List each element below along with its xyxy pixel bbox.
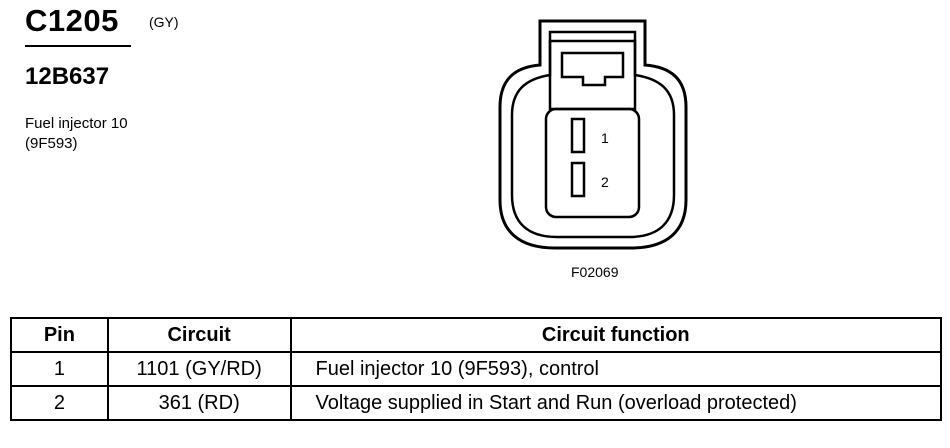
part-number: 12B637 xyxy=(25,63,110,90)
pin-2-label: 2 xyxy=(601,174,609,190)
title-divider xyxy=(25,45,131,47)
pin-1-label: 1 xyxy=(601,130,609,146)
table-row: 2 361 (RD) Voltage supplied in Start and… xyxy=(10,385,943,421)
component-reference: (9F593) xyxy=(25,135,78,152)
cell-circuit: 361 (RD) xyxy=(106,385,292,421)
latch-tab xyxy=(560,51,625,87)
connector-outer-housing xyxy=(498,19,688,250)
cell-circuit: 1101 (GY/RD) xyxy=(106,351,292,387)
header-circuit: Circuit xyxy=(106,317,292,353)
connector-id: C1205 xyxy=(25,3,119,38)
cell-pin: 1 xyxy=(10,351,109,387)
pin-2-terminal xyxy=(570,161,586,198)
component-description: Fuel injector 10 xyxy=(25,115,128,132)
connector-inner-housing xyxy=(510,30,676,239)
table-header-row: Pin Circuit Circuit function xyxy=(10,317,943,353)
pinout-table: Pin Circuit Circuit function 1 1101 (GY/… xyxy=(10,317,943,421)
figure-code: F02069 xyxy=(571,264,619,280)
header-circuit-function: Circuit function xyxy=(289,317,943,353)
header-pin: Pin xyxy=(10,317,109,353)
pin-1-terminal xyxy=(570,117,586,154)
cell-pin: 2 xyxy=(10,385,109,421)
connector-color: (GY) xyxy=(149,14,179,30)
connector-face-diagram: 1 2 xyxy=(498,19,688,250)
cell-circuit-function: Fuel injector 10 (9F593), control xyxy=(289,351,943,387)
table-row: 1 1101 (GY/RD) Fuel injector 10 (9F593),… xyxy=(10,351,943,387)
terminal-cavity-block xyxy=(544,107,641,219)
cell-circuit-function: Voltage supplied in Start and Run (overl… xyxy=(289,385,943,421)
